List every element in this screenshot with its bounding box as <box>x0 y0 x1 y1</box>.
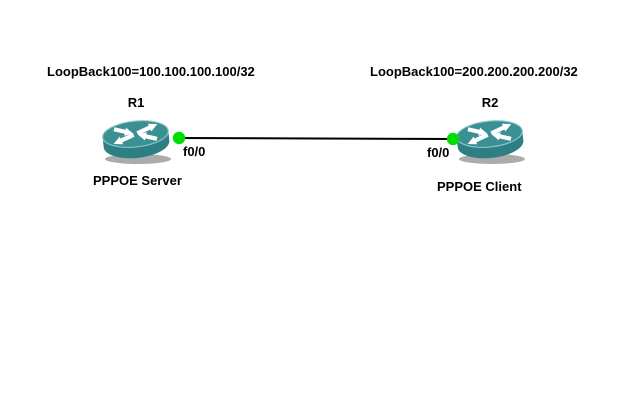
arrow-head <box>478 127 488 136</box>
annotation-loopback-r1[interactable]: LoopBack100=100.100.100.100/32 <box>47 64 255 79</box>
arrow-shaft <box>136 125 152 136</box>
annotation-role-r1[interactable]: PPPOE Server <box>93 173 182 188</box>
link-endpoint-status-r1 <box>172 131 186 145</box>
router-arrows <box>467 123 512 145</box>
arrow-head <box>137 132 147 141</box>
node-label-r1[interactable]: R1 <box>127 95 145 110</box>
arrow-shaft <box>113 127 128 135</box>
arrow-shaft <box>473 132 489 143</box>
arrow-shaft <box>490 125 506 136</box>
arrow-head <box>113 136 124 145</box>
port-label-r2-f0-0[interactable]: f0/0 <box>427 145 450 160</box>
arrow-head <box>124 127 134 136</box>
router-arrows <box>113 123 158 145</box>
node-label-r2[interactable]: R2 <box>481 95 499 110</box>
arrow-shaft <box>497 133 512 141</box>
arrow-head <box>501 123 512 132</box>
arrow-shaft <box>119 132 135 143</box>
annotation-loopback-r2[interactable]: LoopBack100=200.200.200.200/32 <box>370 64 578 79</box>
annotation-role-r2[interactable]: PPPOE Client <box>437 179 522 194</box>
router-r1-node[interactable] <box>98 111 174 165</box>
router-r2-node[interactable] <box>452 111 528 165</box>
router-icon <box>102 120 171 164</box>
arrow-head <box>491 132 501 141</box>
router-top-rim <box>102 120 169 149</box>
arrow-head <box>467 136 478 145</box>
arrow-head <box>147 123 158 132</box>
link-r1-r2[interactable] <box>178 137 454 140</box>
link-endpoint-status-r2 <box>446 132 460 146</box>
port-label-r1-f0-0[interactable]: f0/0 <box>183 144 206 159</box>
router-icon <box>456 120 525 164</box>
arrow-shaft <box>467 127 482 135</box>
arrow-shaft <box>143 133 158 141</box>
